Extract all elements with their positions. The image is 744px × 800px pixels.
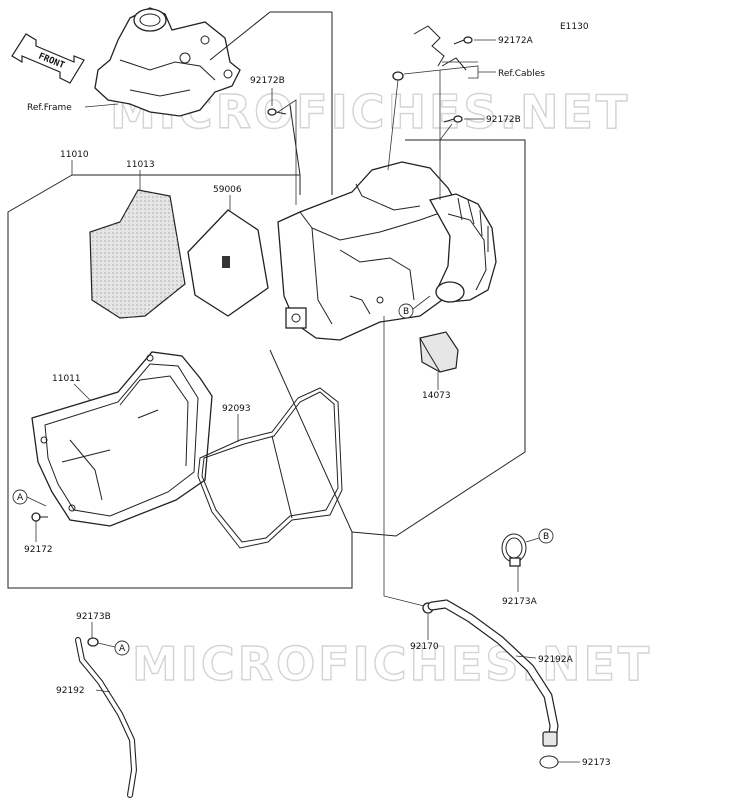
seal-92093 — [197, 387, 343, 549]
part-92172b-left-label: 92172B — [250, 76, 285, 86]
clamp-92173b — [87, 637, 99, 647]
part-92172b-right-label: 92172B — [486, 115, 521, 125]
diagram-code: E1130 — [560, 22, 589, 32]
part-11013-label: 11013 — [126, 160, 155, 170]
part-92173b-label: 92173B — [76, 612, 111, 622]
drain-hose-92192 — [75, 637, 138, 798]
screw-92172b-right — [443, 115, 463, 123]
part-92192-label: 92192 — [56, 686, 85, 696]
part-92192a-label: 92192A — [538, 655, 574, 665]
callout-a-hose — [114, 640, 130, 656]
callout-b-clamp-text: B — [543, 532, 549, 542]
hose-92192a — [427, 599, 559, 747]
callout-b-clamp — [538, 528, 554, 544]
callout-b-housing — [398, 303, 414, 319]
part-14073-label: 14073 — [422, 391, 451, 401]
callout-b-housing-text: B — [403, 307, 409, 317]
filter-sheet-59006 — [187, 209, 269, 317]
ref-cables-label: Ref.Cables — [498, 69, 545, 79]
part-92172-label: 92172 — [24, 545, 53, 555]
screw-92172a — [453, 36, 473, 45]
assembly-box-11010 — [7, 174, 353, 589]
air-cleaner-case-11011 — [31, 351, 213, 527]
callout-a-left-text: A — [17, 493, 24, 503]
frame-reference-drawing — [94, 7, 241, 117]
screw-92172 — [31, 512, 48, 522]
screw-92172b-left — [267, 108, 287, 116]
air-cleaner-housing — [277, 161, 497, 341]
part-92170-label: 92170 — [410, 642, 439, 652]
watermark-bottom: MICROFICHES.NET — [132, 637, 652, 691]
clamp-92173a — [501, 533, 527, 567]
front-arrow-icon: FRONT — [11, 33, 85, 84]
filter-element-11013 — [89, 189, 186, 319]
part-92172a-label: 92172A — [498, 36, 534, 46]
part-11010-label: 11010 — [60, 150, 89, 160]
housing-box — [299, 12, 526, 537]
part-59006-label: 59006 — [213, 185, 242, 195]
part-92173-label: 92173 — [582, 758, 611, 768]
cap-14073 — [419, 331, 459, 373]
part-11011-label: 11011 — [52, 374, 81, 384]
cable-clip-parts — [392, 25, 473, 81]
clamp-92173 — [539, 755, 559, 769]
ref-frame-label: Ref.Frame — [27, 103, 72, 113]
part-92093-label: 92093 — [222, 404, 251, 414]
part-92173a-label: 92173A — [502, 597, 538, 607]
callout-a-hose-text: A — [119, 644, 126, 654]
